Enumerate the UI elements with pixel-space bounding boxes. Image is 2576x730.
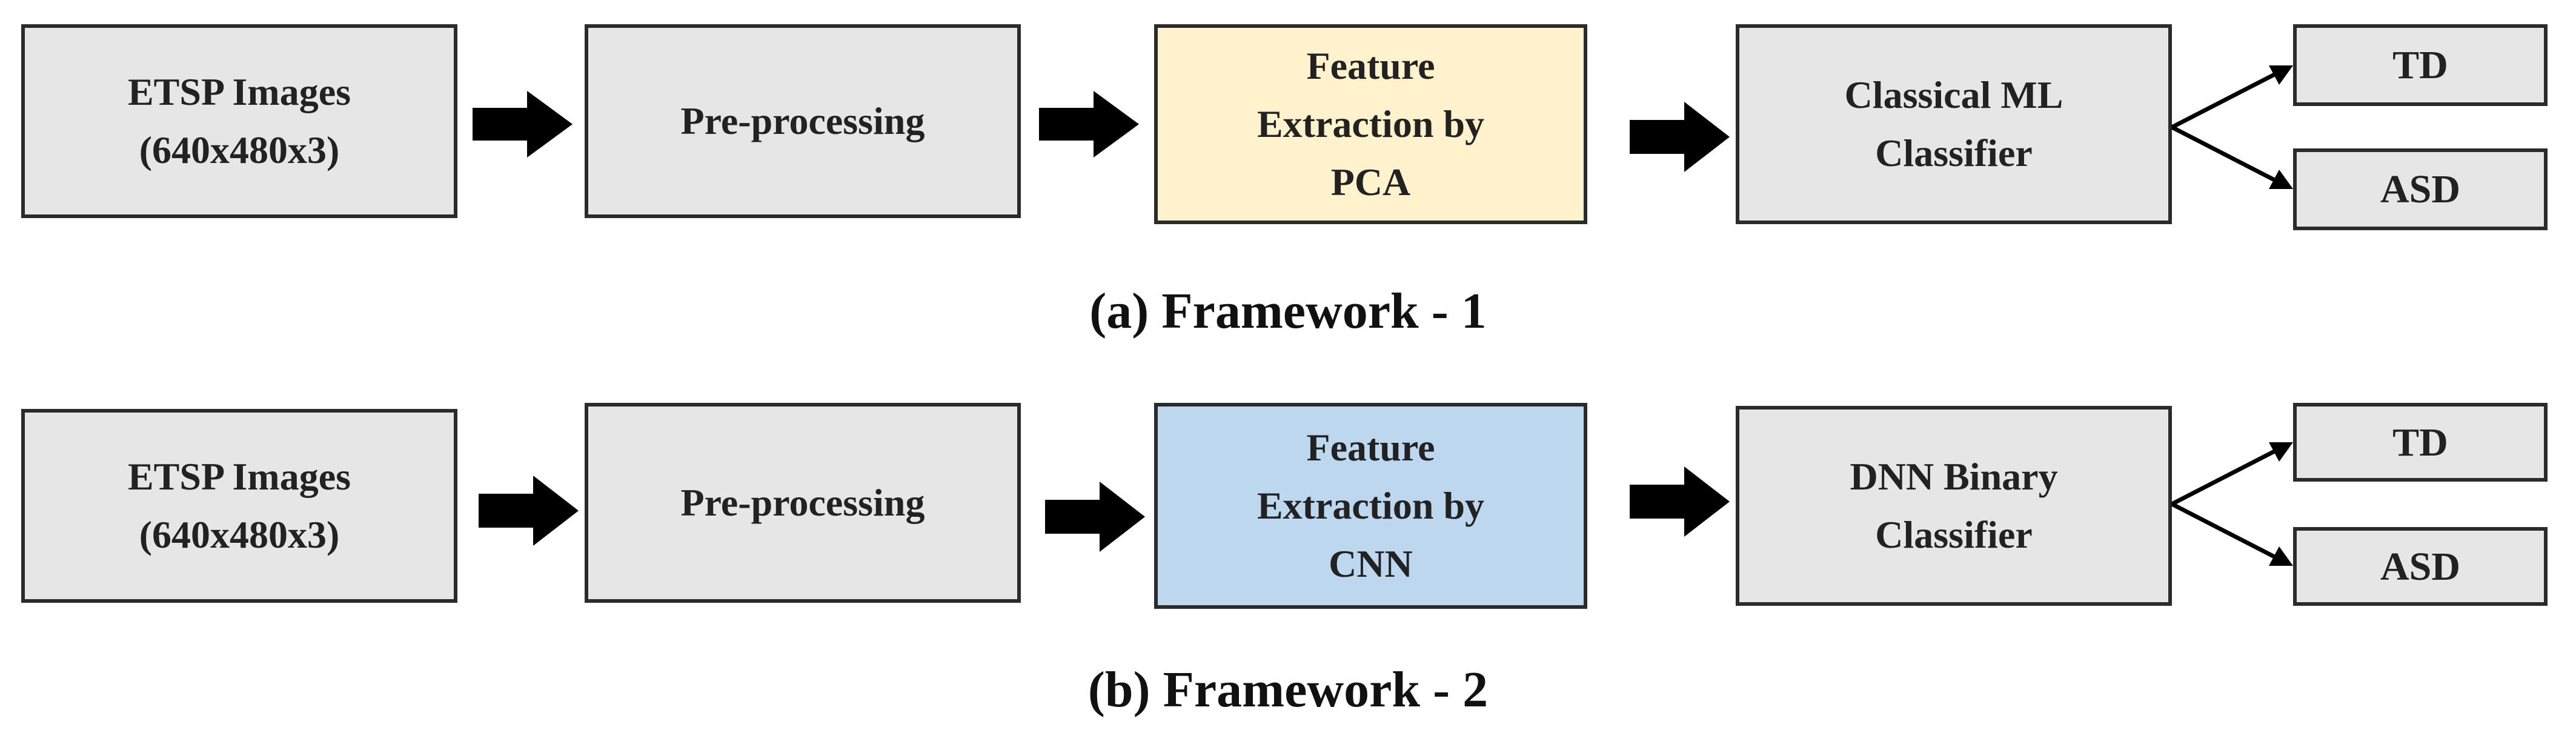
f2-output-td-box: TD xyxy=(2293,403,2548,482)
f1-feature-label: Feature Extraction by PCA xyxy=(1256,44,1485,204)
f2-arrow-3-icon xyxy=(1630,466,1730,537)
f1-caption: (a) Framework - 1 xyxy=(1089,283,1487,339)
f2-preprocess-box: Pre-processing xyxy=(585,403,1021,603)
f2-branch-asd-arrowhead-icon xyxy=(2269,546,2293,566)
f1-preprocess-box: Pre-processing xyxy=(585,24,1021,218)
f1-branch-asd-line xyxy=(2171,125,2279,184)
f2-classifier-box: DNN Binary Classifier xyxy=(1736,406,2172,606)
f1-branch-asd-arrowhead-icon xyxy=(2269,170,2293,189)
f1-classifier-box: Classical ML Classifier xyxy=(1736,24,2172,224)
f2-branch-asd-line xyxy=(2171,502,2279,561)
f1-classifier-label: Classical ML Classifier xyxy=(1844,73,2063,174)
f1-output-td-label: TD xyxy=(2392,43,2448,87)
f1-arrow-1-icon xyxy=(473,91,573,158)
f1-output-td-box: TD xyxy=(2293,24,2548,106)
f2-input-label: ETSP Images (640x480x3) xyxy=(127,455,351,556)
f2-caption: (b) Framework - 2 xyxy=(1087,662,1489,718)
f2-output-td-label: TD xyxy=(2392,420,2448,465)
f2-classifier-label: DNN Binary Classifier xyxy=(1850,455,2058,556)
f1-feature-box: Feature Extraction by PCA xyxy=(1154,24,1587,224)
f2-arrow-1-icon xyxy=(479,476,579,546)
f2-arrow-2-icon xyxy=(1045,482,1145,552)
f1-preprocess-label: Pre-processing xyxy=(680,99,925,142)
f2-output-asd-label: ASD xyxy=(2380,544,2461,589)
f2-preprocess-label: Pre-processing xyxy=(680,481,925,524)
f1-arrow-2-icon xyxy=(1039,91,1139,158)
f1-branch-td-arrowhead-icon xyxy=(2269,65,2293,85)
f2-branch-td-line xyxy=(2171,447,2279,506)
f2-output-asd-box: ASD xyxy=(2293,527,2548,606)
f1-input-label: ETSP Images (640x480x3) xyxy=(127,70,351,171)
f2-feature-box: Feature Extraction by CNN xyxy=(1154,403,1587,609)
f2-input-box: ETSP Images (640x480x3) xyxy=(21,409,457,603)
f1-input-box: ETSP Images (640x480x3) xyxy=(21,24,457,218)
f1-branch-td-line xyxy=(2171,70,2279,130)
f1-output-asd-box: ASD xyxy=(2293,148,2548,230)
f2-branch-td-arrowhead-icon xyxy=(2269,442,2293,462)
f2-feature-label: Feature Extraction by CNN xyxy=(1256,426,1485,585)
f1-arrow-3-icon xyxy=(1630,102,1730,172)
f1-output-asd-label: ASD xyxy=(2380,167,2461,211)
